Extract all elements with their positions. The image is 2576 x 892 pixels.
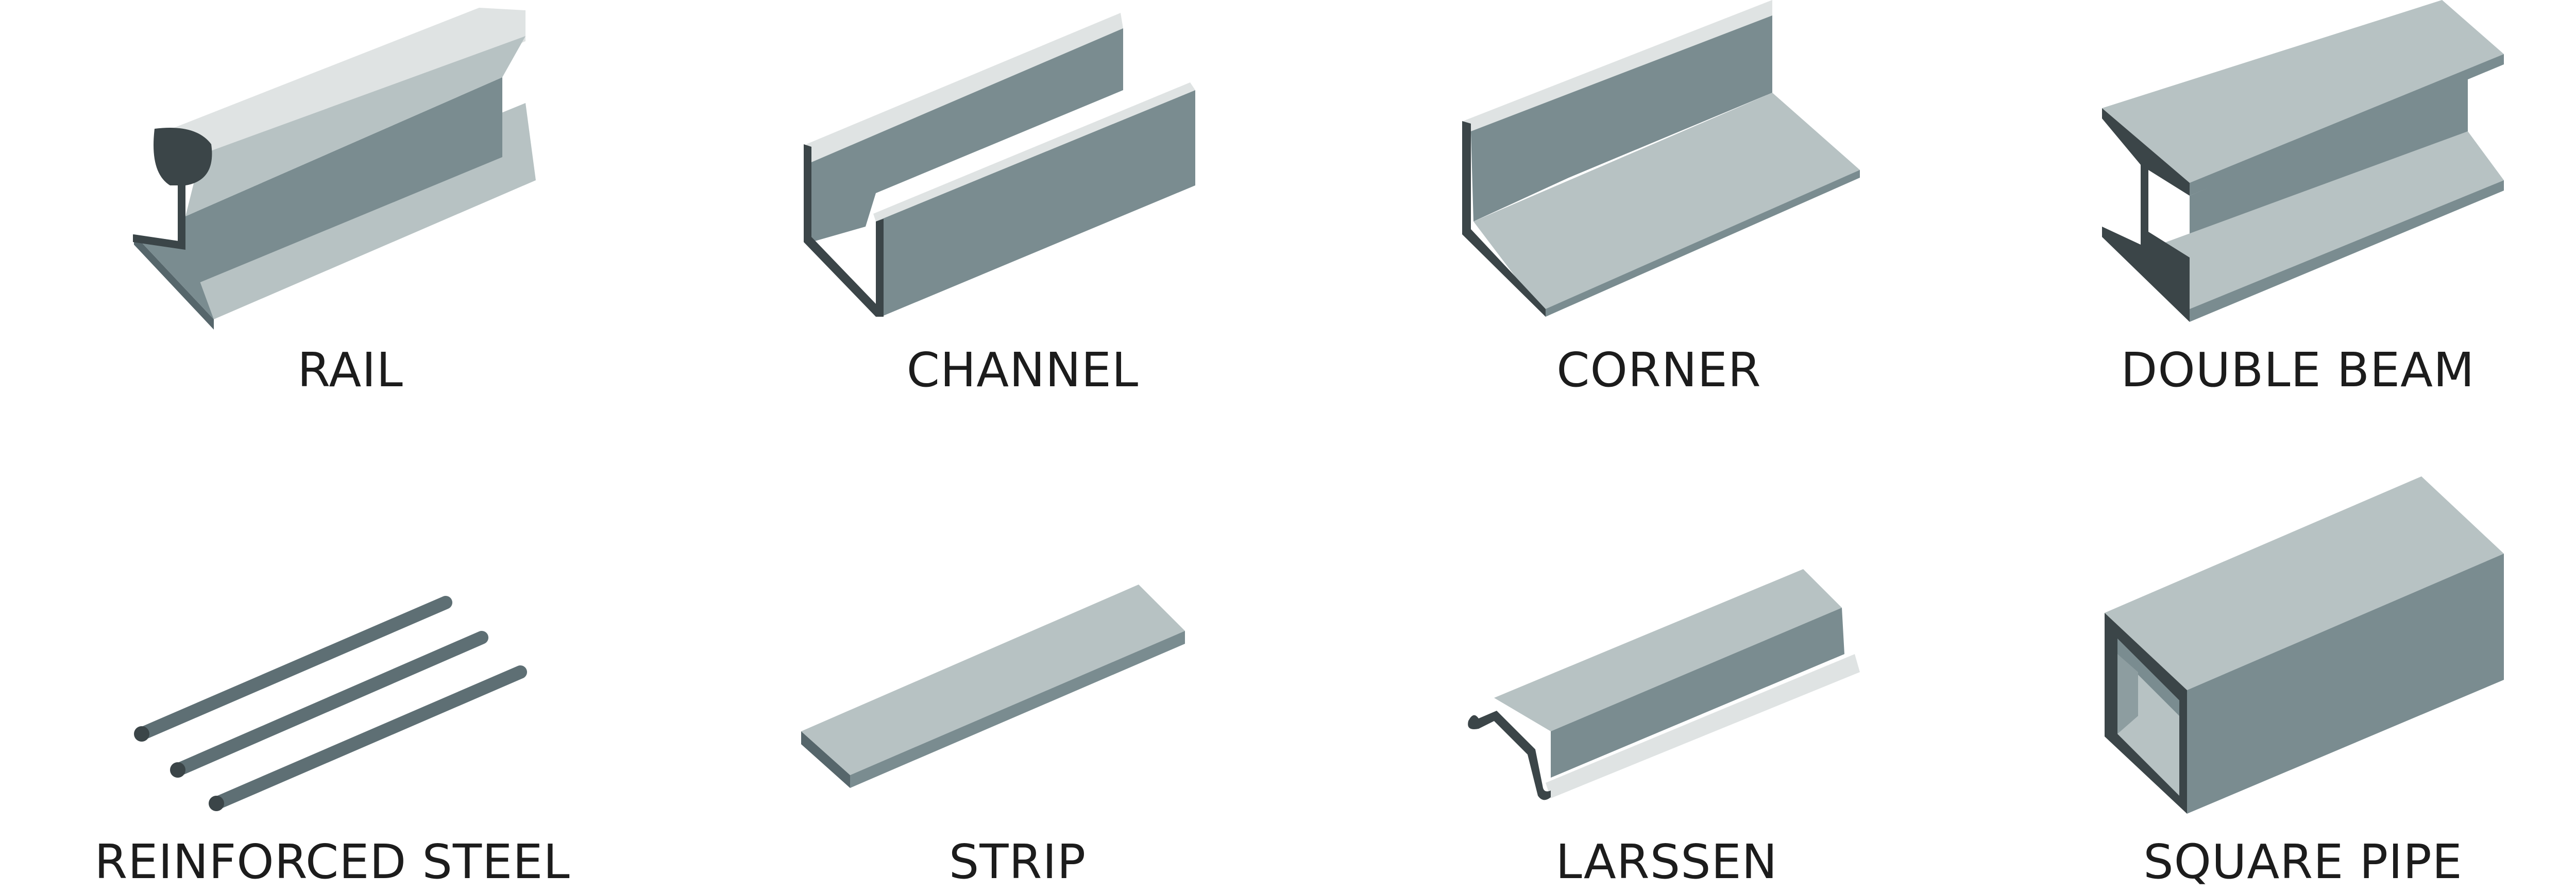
label-square-pipe: SQUARE PIPE xyxy=(2143,834,2463,889)
label-rail: RAIL xyxy=(297,342,403,398)
corner-icon xyxy=(1462,0,1860,317)
channel-icon xyxy=(804,13,1195,317)
label-strip: STRIP xyxy=(948,834,1087,889)
double-beam-icon xyxy=(2102,0,2504,322)
label-corner: CORNER xyxy=(1556,342,1761,398)
strip-icon xyxy=(801,585,1185,788)
label-larssen: LARSSEN xyxy=(1555,834,1778,889)
reinforced-steel-icon xyxy=(134,596,527,811)
rail-icon xyxy=(133,8,536,330)
label-channel: CHANNEL xyxy=(906,342,1139,398)
larssen-icon xyxy=(1468,569,1860,800)
label-reinforced-steel: REINFORCED STEEL xyxy=(94,834,570,889)
label-double-beam: DOUBLE BEAM xyxy=(2121,342,2475,398)
square-pipe-icon xyxy=(2105,476,2504,814)
